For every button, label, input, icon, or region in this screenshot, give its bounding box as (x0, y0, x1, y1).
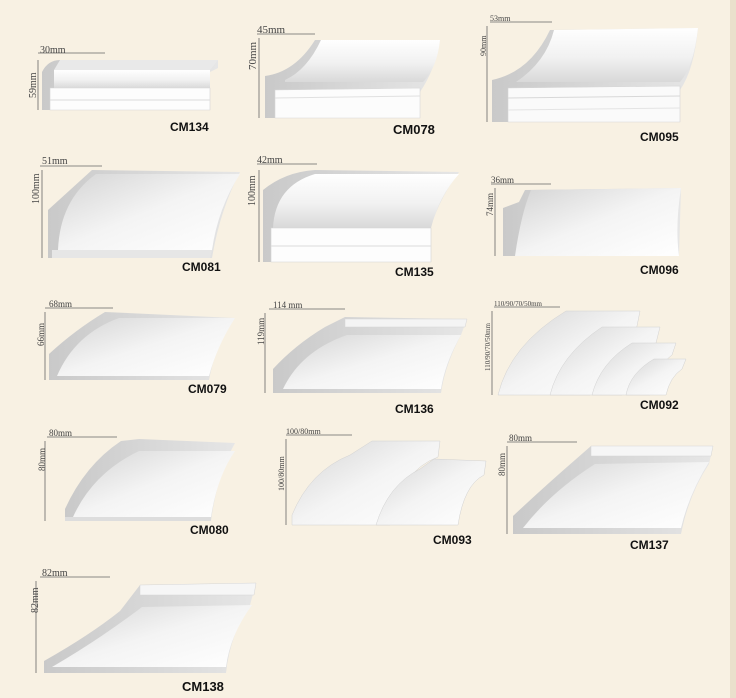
height-label: 59mm (28, 72, 39, 98)
product-cm080: 80mm 80mm CM080 (35, 425, 255, 545)
molding-shape (49, 87, 211, 111)
height-label: 90mm (479, 35, 488, 56)
width-label: 82mm (42, 568, 68, 579)
molding-shape (54, 60, 218, 70)
width-label: 53mm (490, 14, 511, 23)
height-label: 82mm (30, 587, 41, 613)
product-cm079: 68mm 66mm CM079 (35, 290, 255, 405)
product-cm137: 80mm 80mm CM137 (495, 430, 720, 560)
molding-shape (139, 582, 257, 596)
width-label: 45mm (257, 24, 286, 36)
molding-shape (52, 250, 212, 258)
height-label: 66mm (36, 323, 46, 346)
width-label: 80mm (49, 428, 72, 438)
product-cm136: 114 mm 119mm CM136 (255, 295, 475, 420)
molding-shape (58, 174, 240, 250)
molding-shape (54, 70, 210, 88)
height-label: 80mm (37, 448, 47, 471)
molding-shape (507, 107, 681, 111)
product-cm096: 36mm 74mm CM096 (485, 170, 705, 285)
height-label: 119mm (256, 318, 266, 345)
width-label: 114 mm (273, 300, 302, 310)
product-code: CM092 (640, 398, 679, 412)
molding-shape (515, 188, 681, 256)
molding-shape (285, 40, 440, 82)
product-cm092: 110/90/70/50mm 110/90/70/50mm CM092 (480, 295, 710, 420)
width-label: 80mm (509, 433, 532, 443)
molding-shape (73, 451, 235, 517)
product-code: CM081 (182, 260, 221, 274)
product-code: CM137 (630, 538, 669, 552)
molding-shape (523, 462, 709, 528)
height-label: 100/80mm (277, 456, 286, 491)
height-label: 70mm (247, 41, 259, 70)
product-cm093: 100/80mm 100/80mm CM093 (277, 425, 490, 555)
product-code: CM136 (395, 402, 434, 416)
width-label: 51mm (42, 156, 68, 167)
height-label: 100mm (247, 175, 258, 206)
molding-shape (57, 318, 235, 376)
width-label: 30mm (40, 45, 66, 56)
height-label: 74mm (485, 193, 495, 216)
product-cm135: 42mm 100mm CM135 (245, 150, 465, 280)
product-code: CM079 (188, 382, 227, 396)
product-code: CM138 (182, 679, 224, 694)
height-label: 110/90/70/50mm (484, 322, 492, 371)
product-cm138: 82mm 82mm CM138 (30, 565, 270, 698)
molding-shape (507, 85, 681, 123)
width-label: 36mm (491, 175, 514, 185)
product-cm095: 53mm 90mm CM095 (479, 10, 710, 150)
product-code: CM078 (393, 122, 435, 137)
product-cm078: 45mm 70mm CM078 (245, 20, 445, 140)
width-label: 42mm (257, 155, 283, 166)
molding-shape (507, 95, 681, 99)
molding-shape (375, 458, 487, 526)
width-label: 110/90/70/50mm (494, 300, 543, 308)
molding-shape (516, 28, 698, 82)
width-label: 68mm (49, 299, 72, 309)
product-cm134: 30mm 59mm CM134 (28, 40, 220, 140)
molding-shape (625, 358, 687, 396)
product-code: CM134 (170, 120, 209, 134)
molding-shape (274, 87, 421, 119)
molding-shape (52, 605, 252, 667)
product-cm081: 51mm 100mm CM081 (30, 150, 260, 280)
molding-shape (274, 95, 421, 99)
molding-shape (273, 174, 459, 228)
product-code: CM135 (395, 265, 434, 279)
molding-shape (270, 227, 432, 263)
product-code: CM080 (190, 523, 229, 537)
molding-shape (283, 335, 461, 389)
width-label: 100/80mm (286, 427, 321, 436)
product-code: CM096 (640, 263, 679, 277)
height-label: 80mm (497, 453, 507, 476)
molding-shape (65, 517, 211, 521)
product-code: CM093 (433, 533, 472, 547)
height-label: 100mm (31, 173, 42, 204)
molding-shape (344, 318, 468, 328)
product-code: CM095 (640, 130, 679, 144)
molding-shape (590, 445, 714, 457)
